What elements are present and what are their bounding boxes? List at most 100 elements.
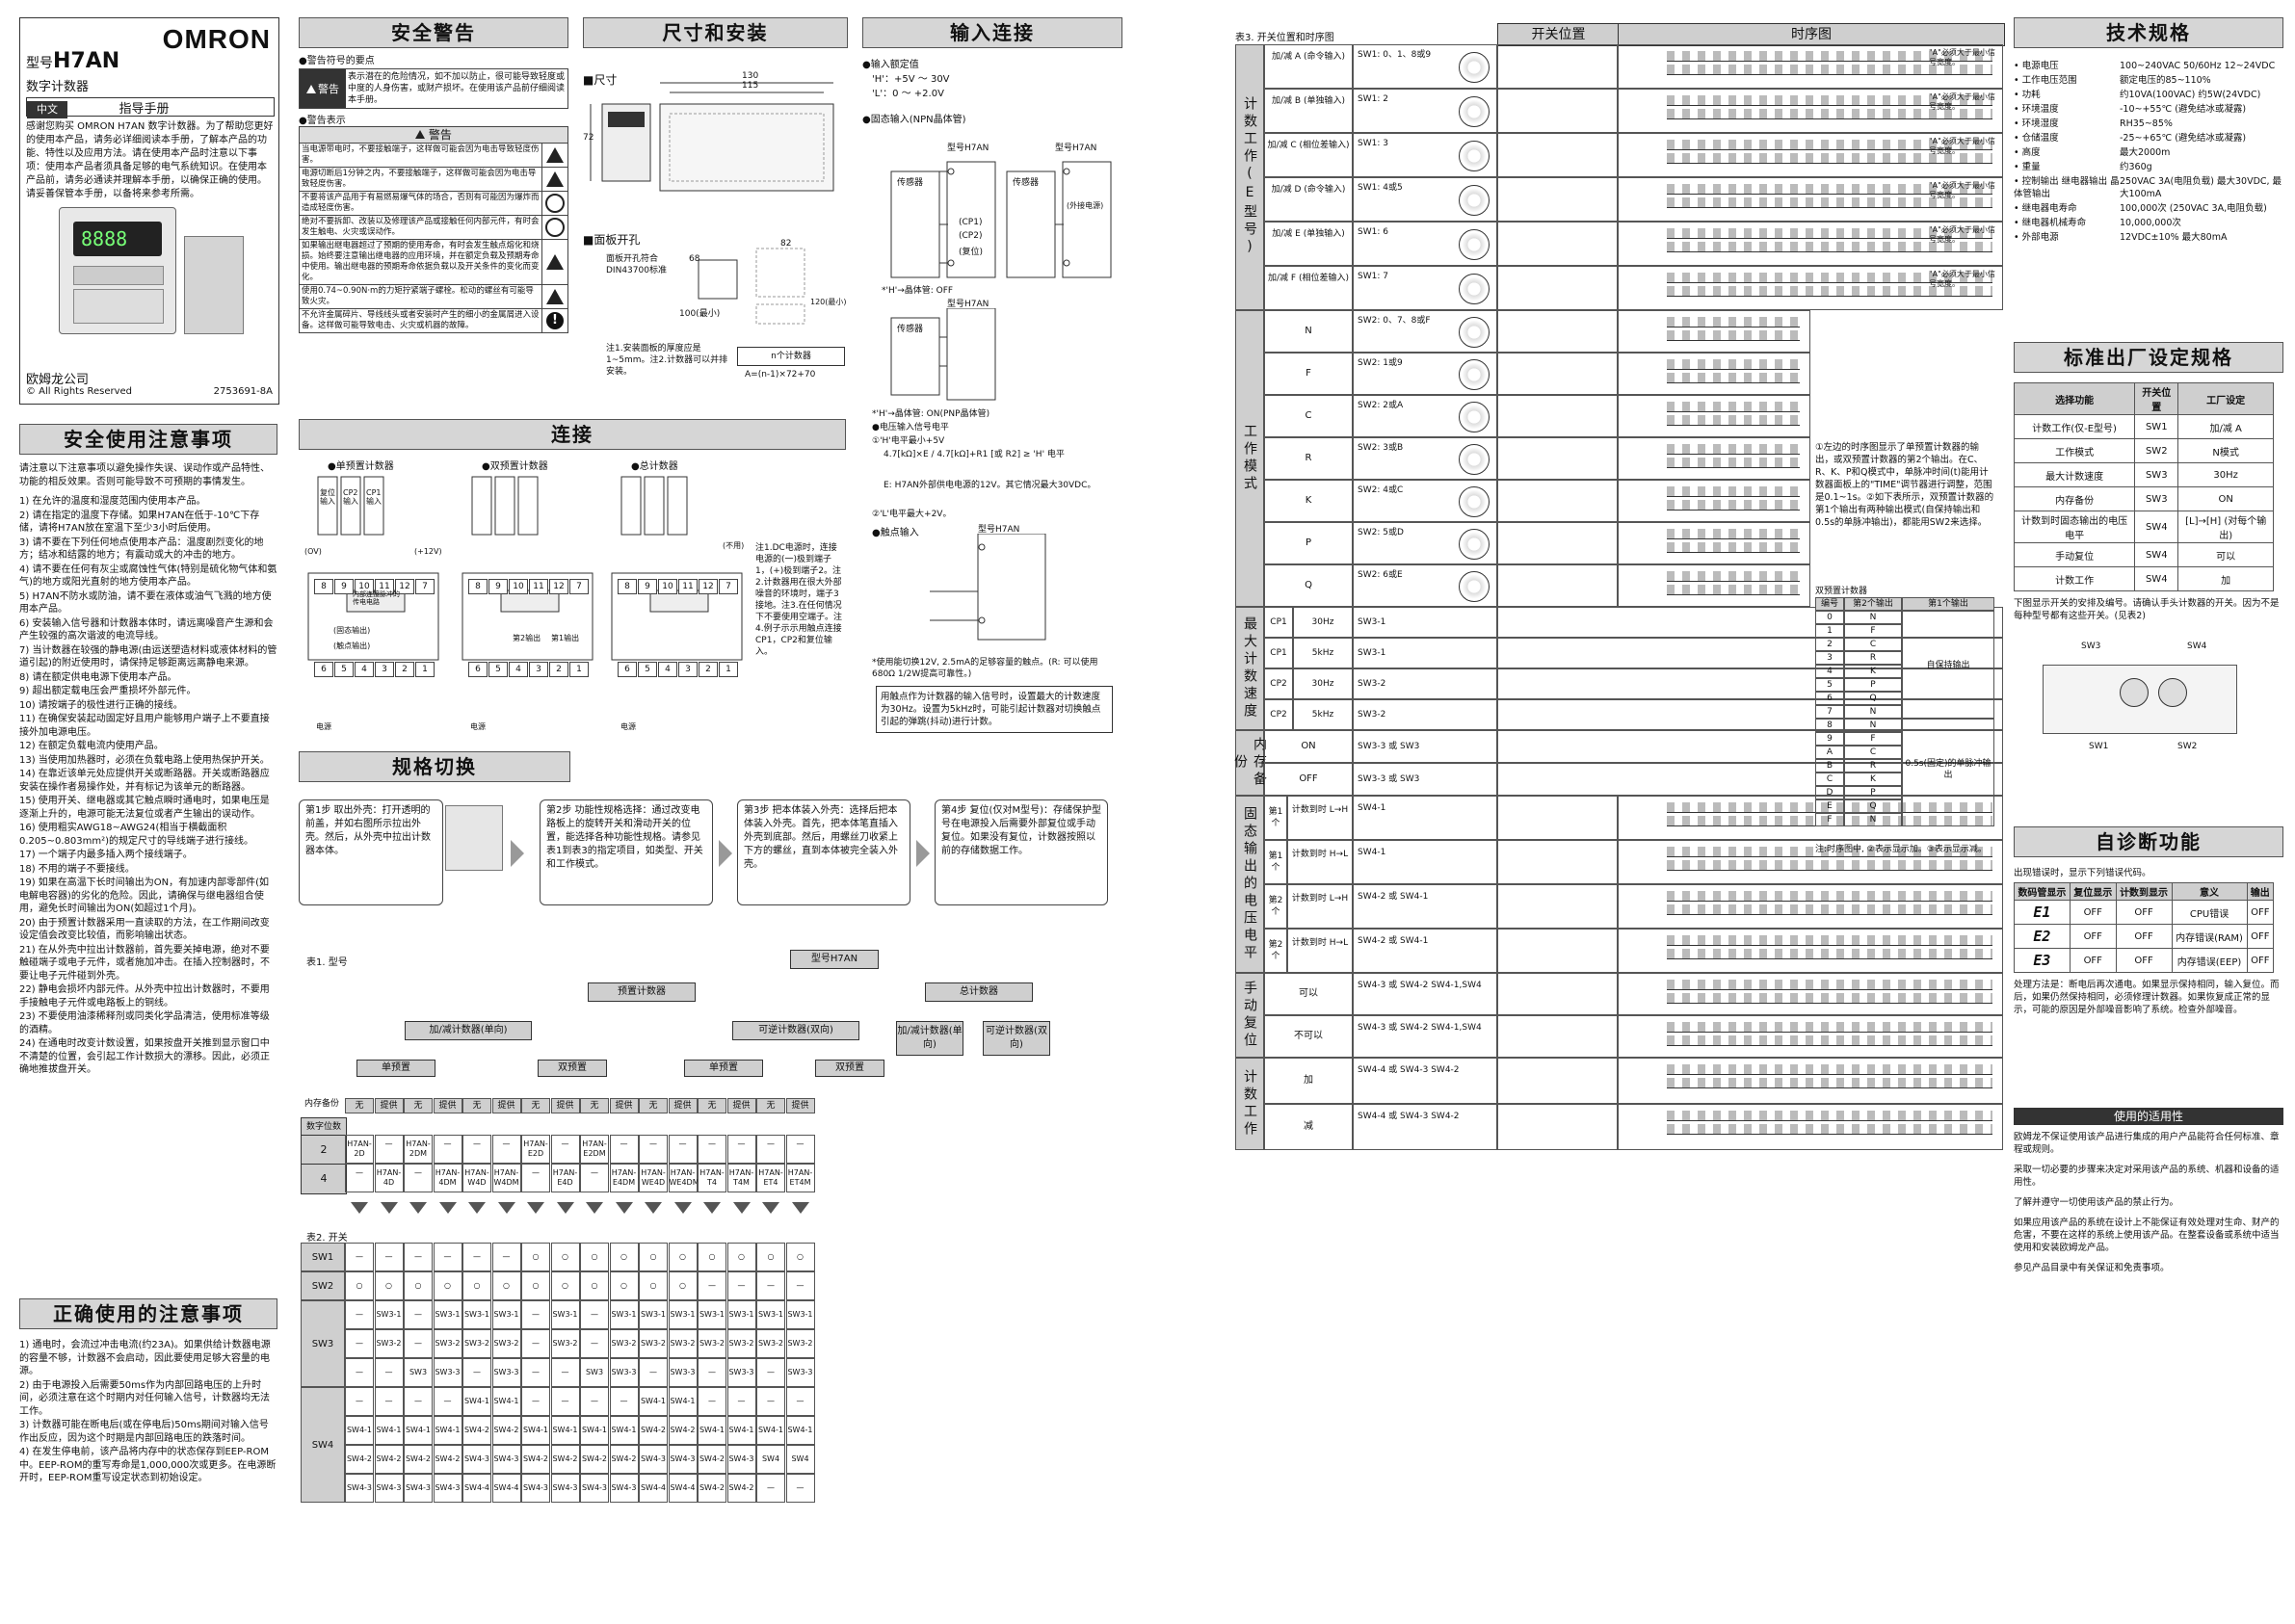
terminal-number: 4 [658,662,677,677]
label-ov: (OV) [304,547,322,556]
switch-cell: — [726,1271,756,1300]
factory-head: 选择功能 [2013,382,2136,415]
col-timing-header: 时序图 [1618,23,2005,46]
mounting-notes: 注1.安装面板的厚度应是1~5mm。注2.计数器可以并排安装。 [606,344,728,377]
timing-chart [1618,1104,2003,1150]
sw2-label: SW2 [2177,742,2198,751]
output-mode-name: K [1264,480,1353,522]
spec-key: • 继电器机械寿命 [2014,218,2087,228]
label-contact-output: (触点输出) [333,642,371,650]
output-mode-name: R [1264,437,1353,480]
dual-no: 9 [1815,732,1844,746]
spec-value: RH35~85% [2120,118,2173,129]
memory-cell: 无 [404,1098,433,1113]
switch-cell: — [726,1387,756,1416]
warning-item: 不要将该产品用于有易燃易爆气体的场合，否则有可能因为爆炸而造成轻度伤害。 [299,192,568,216]
switch-cell: SW3-1 [550,1300,580,1329]
factory-cell: 工作模式 [2013,438,2136,463]
dual-mode: F [1844,624,1902,638]
precaution-item: 17) 一个端子内最多插入两个接线端子。 [19,850,193,860]
timing-cell [1497,353,1618,395]
output-mode-switch: SW2: 1或9 [1353,353,1497,395]
down-arrow-icon [468,1202,486,1214]
switch-cell: ○ [639,1243,668,1271]
terminal-number: 4 [509,662,528,677]
prohibited-icon [545,194,565,213]
label-power-2: 电源 [470,722,486,731]
model-cell: H7AN-T4 [698,1164,726,1192]
switch-cell: SW4-2 [374,1445,404,1474]
step1-image [445,805,503,871]
dual-no: E [1815,799,1844,813]
switch-cell: SW4-1 [404,1416,433,1445]
model-label-2: 型号H7AN [1055,144,1097,153]
table3-group-label: 固态输出的电压电平 [1235,796,1264,973]
model-cell: H7AN-W4DM [491,1164,521,1192]
down-arrow-icon [586,1202,603,1214]
warning-item: 使用0.74~0.90N·m的力矩拧紧端子螺栓。松动的螺丝有可能导致火灾。 [299,285,568,309]
output-mode-switch: SW2: 2或A [1353,395,1497,437]
timing-cell [1497,89,1618,133]
toggle-switch-icon [1497,929,1618,973]
switch-cell: SW4-1 [639,1387,668,1416]
timing-chart [1618,437,1810,480]
switch-cell: SW3-2 [756,1329,785,1358]
switch-cell: ○ [756,1243,785,1271]
output-mode-name: P [1264,522,1353,564]
memory-cell: 无 [345,1098,374,1113]
model-cell: H7AN-4D [374,1164,404,1192]
terminal-number: 3 [678,662,698,677]
counting-mode-switch: SW1: 3 [1353,133,1497,177]
model-cell: — [785,1135,815,1164]
warning-item: 如果输出继电器超过了预期的使用寿命，有时会发生触点熔化和烧损。始终要注意输出继电… [299,240,568,285]
precaution-item: 12) 在额定负载电流内使用产品。 [19,741,164,751]
ssout-mode: 计数到时 L→H [1287,796,1353,840]
switch-cell: SW4-2 [668,1416,698,1445]
sw4-label: SW4 [2187,642,2207,651]
switch-cell: SW4-2 [404,1445,433,1474]
spec-key: • 继电器电寿命 [2014,203,2077,214]
warning-banner-icon [415,130,426,139]
switch-cell: SW4-2 [491,1416,521,1445]
rotary-dial-icon [1459,402,1490,432]
warning-item: 当电源带电时，不要接触端子，这样做可能会因为电击导致轻度伤害。 [299,144,568,168]
switch-cell: SW3-1 [668,1300,698,1329]
section-title-dimensions: 尺寸和安装 [583,17,848,48]
switch-cell: SW4-1 [462,1387,491,1416]
switch-cell: ○ [726,1243,756,1271]
switch-cell: SW3-2 [433,1329,462,1358]
ssout-mode: 计数到时 H→L [1287,840,1353,884]
dual-head: 第1个输出 [1902,597,1994,611]
ssout-index: 第1个 [1264,796,1287,840]
switch-cell: SW3-1 [726,1300,756,1329]
precaution-item: 19) 如果在高温下长时间输出为ON，有加速内部零部件(如电解电容器)的劣化的危… [19,877,270,914]
timing-cell [1497,480,1618,522]
memory-cell: 无 [521,1098,550,1113]
rotary-dial-icon [1459,96,1490,127]
spec-key: • 控制输出 继电器输出 晶体管输出 [2014,176,2120,199]
speed-hz: 5kHz [1293,638,1353,668]
dual-mode: N [1844,611,1902,624]
precaution-item: 9) 超出额定载电压会严重损坏外部元件。 [19,686,197,696]
down-arrow-icon [762,1202,779,1214]
switch-cell: — [521,1358,550,1387]
switch-cell: ○ [521,1271,550,1300]
down-arrow-icon [645,1202,662,1214]
label-reset-input: 复位输入 [320,488,335,506]
dual-no: 6 [1815,692,1844,705]
warning-symbol-heading: ●警告符号的要点 [299,56,375,66]
terminal-number: 12 [395,579,414,594]
switch-cell: — [785,1474,815,1503]
model-cell: H7AN-2DM [404,1135,433,1164]
reset-label: (复位) [959,248,984,257]
a-note: "A"必须大于最小信号宽度。 [1929,270,1995,288]
switch-cell: SW3-1 [433,1300,462,1329]
precaution-item: 4) 请不要在任何有灰尘或腐蚀性气体(特别是硫化物气体和氨气)的地方或阳光直射的… [19,563,277,589]
step-1: 第1步 取出外壳：打开透明的前盖，并如右图所示拉出外壳。然后，从外壳中拉出计数器… [299,799,443,905]
applicability-paragraph: 欧姆龙不保证使用该产品进行集成的用户产品能符合任何标准、章程或规则。 [2014,1132,2280,1155]
switch-cell: — [521,1329,550,1358]
warning-item-text: 电源切断后1分钟之内，不要接触端子，这样做可能会因为电击导致轻度伤害。 [302,169,537,189]
switch-cell: SW3-3 [785,1358,815,1387]
timing-chart [1618,1058,2003,1104]
terminal-number: 9 [334,579,354,594]
